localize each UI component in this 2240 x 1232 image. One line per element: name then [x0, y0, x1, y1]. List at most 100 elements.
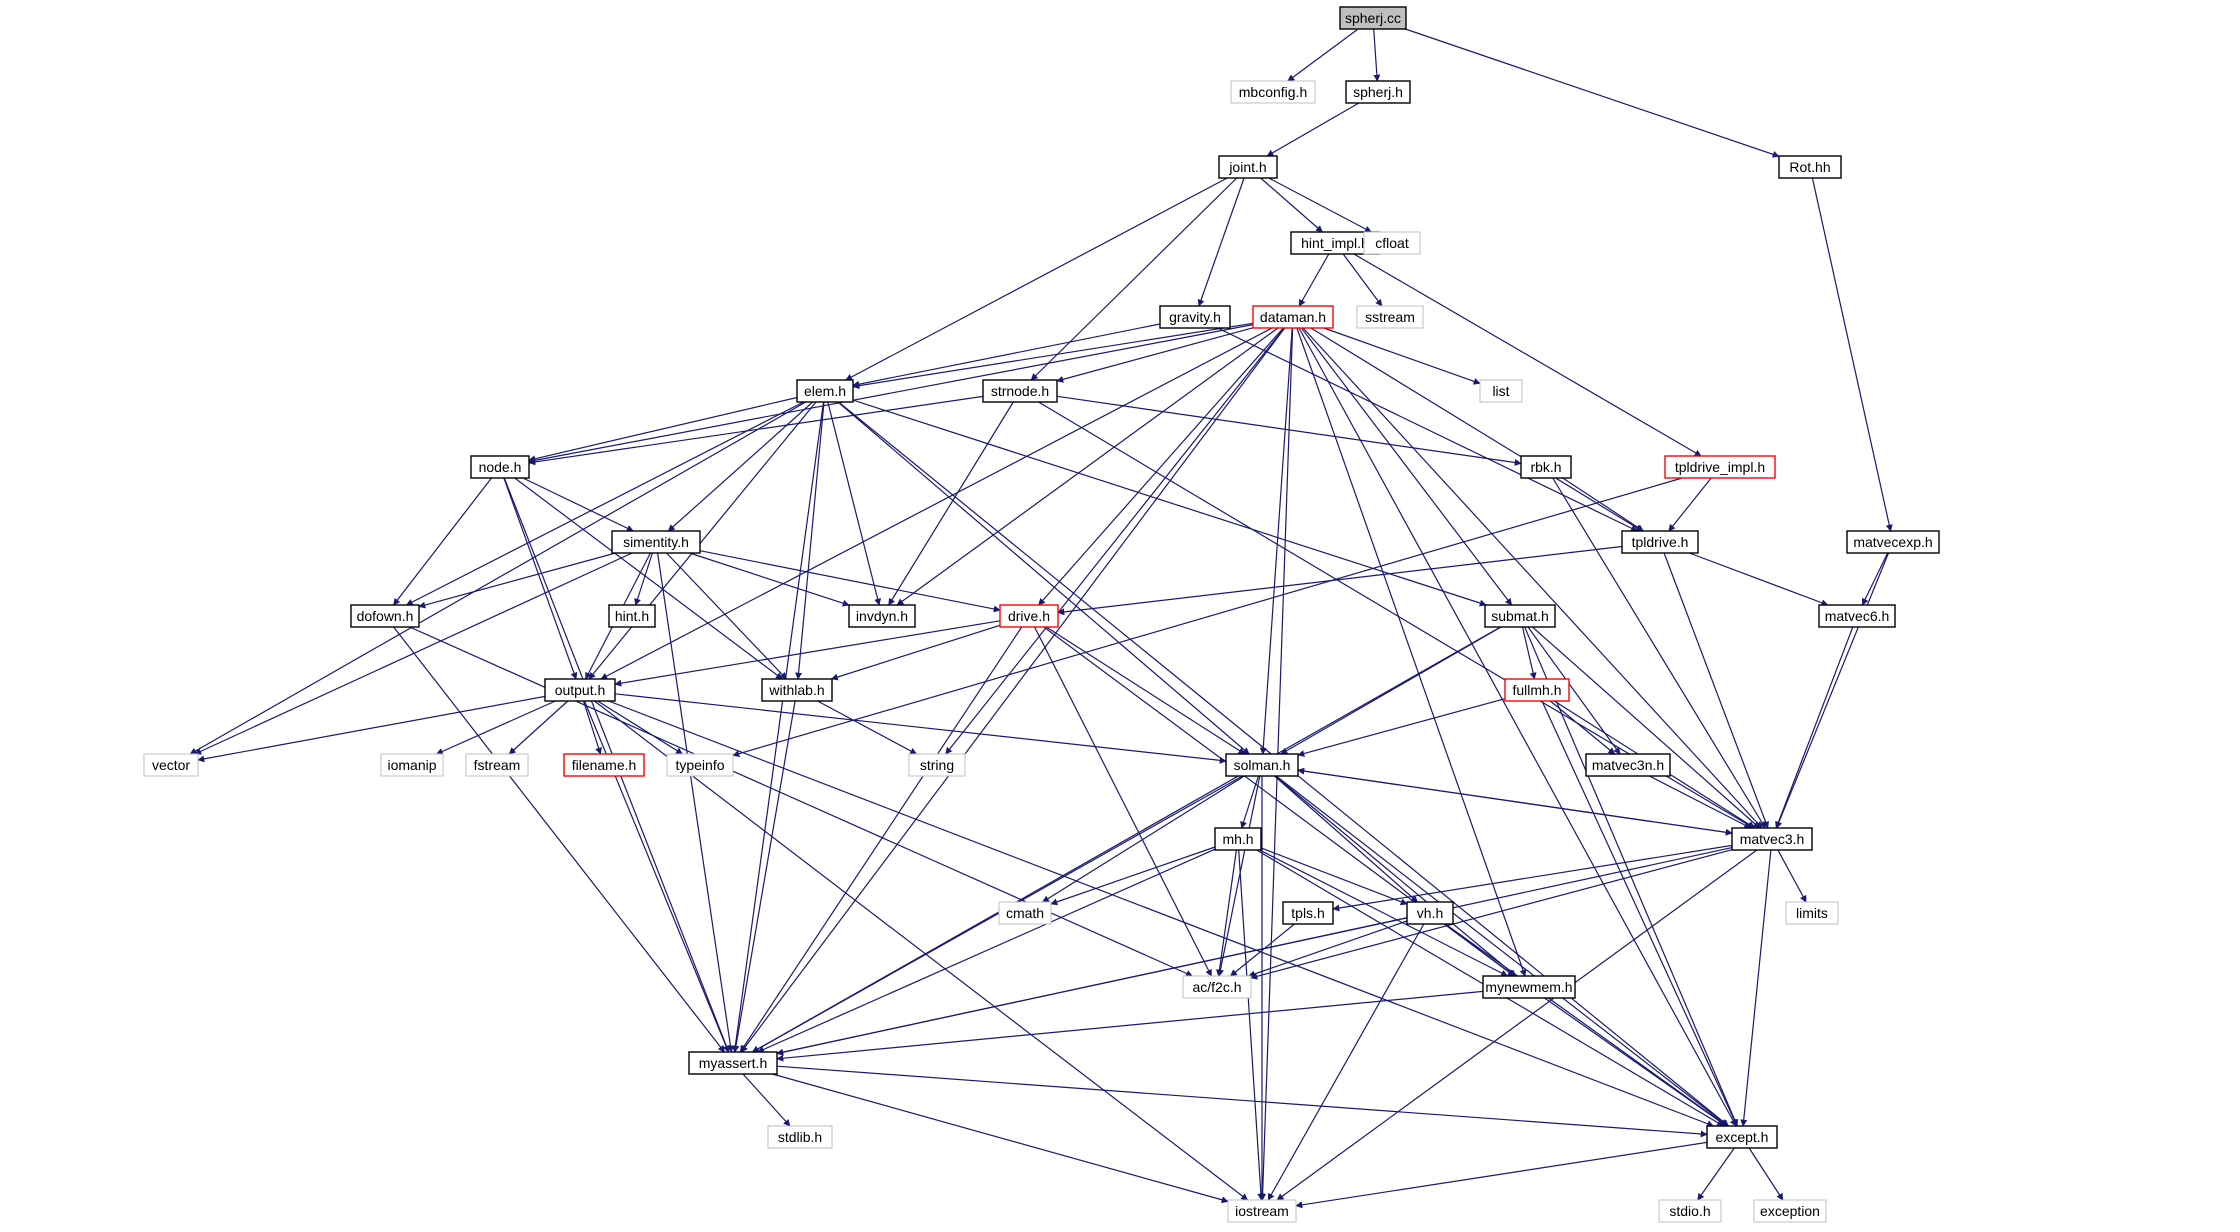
edge-node_h-to-output_h: [503, 477, 578, 680]
edge-dofown_h-to-myassert_h: [393, 626, 725, 1053]
node-stdlib_h[interactable]: stdlib.h: [767, 1125, 833, 1149]
edge-simentity_h-to-hint_h: [634, 552, 653, 606]
node-string[interactable]: string: [908, 753, 966, 777]
node-strnode_h[interactable]: strnode.h: [982, 379, 1058, 403]
edge-simentity_h-to-invdyn_h: [689, 552, 850, 607]
node-spherj_cc[interactable]: spherj.cc: [1339, 6, 1407, 30]
node-label: dofown.h: [357, 608, 414, 624]
edge-withlab_h-to-myassert_h: [732, 700, 796, 1053]
edge-vh_h-to-myassert_h: [776, 917, 1408, 1056]
node-vector[interactable]: vector: [143, 753, 199, 777]
node-box: [908, 753, 966, 777]
node-exception[interactable]: exception: [1753, 1199, 1827, 1223]
node-gravity_h[interactable]: gravity.h: [1159, 305, 1231, 329]
node-label: Rot.hh: [1789, 159, 1830, 175]
node-joint_h[interactable]: joint.h: [1218, 155, 1278, 179]
node-withlab_h[interactable]: withlab.h: [761, 678, 833, 702]
node-matvec6_h[interactable]: matvec6.h: [1818, 604, 1896, 628]
edge-node_h-to-dofown_h: [393, 477, 492, 606]
node-rbk_h[interactable]: rbk.h: [1520, 455, 1572, 479]
node-tpldrive_h[interactable]: tpldrive.h: [1621, 530, 1699, 554]
node-label: iostream: [1235, 1203, 1289, 1219]
node-matvecexp_h[interactable]: matvecexp.h: [1846, 530, 1940, 554]
node-label: ac/f2c.h: [1192, 979, 1241, 995]
node-solman_h[interactable]: solman.h: [1225, 753, 1299, 777]
node-filename_h[interactable]: filename.h: [563, 753, 645, 777]
node-output_h[interactable]: output.h: [544, 678, 616, 702]
node-mynewmem_h[interactable]: mynewmem.h: [1482, 975, 1576, 999]
node-except_h[interactable]: except.h: [1706, 1125, 1778, 1149]
node-box: [1363, 231, 1421, 255]
node-list[interactable]: list: [1479, 379, 1523, 403]
node-box: [1664, 455, 1776, 479]
edge-drive_h-to-ac_f2c_h: [1034, 626, 1212, 977]
node-label: sstream: [1365, 309, 1415, 325]
node-fullmh_h[interactable]: fullmh.h: [1504, 678, 1570, 702]
node-box: [1706, 1125, 1778, 1149]
edge-except_h-to-stdio_h: [1697, 1147, 1735, 1201]
node-invdyn_h[interactable]: invdyn.h: [848, 604, 916, 628]
node-label: matvec3.h: [1740, 831, 1805, 847]
node-iomanip[interactable]: iomanip: [380, 753, 444, 777]
node-rot_hh[interactable]: Rot.hh: [1778, 155, 1842, 179]
node-tpls_h[interactable]: tpls.h: [1282, 901, 1334, 925]
node-tpldrive_impl_h[interactable]: tpldrive_impl.h: [1664, 455, 1776, 479]
edge-spherj_h-to-joint_h: [1266, 102, 1360, 157]
node-cfloat[interactable]: cfloat: [1363, 231, 1421, 255]
node-box: [1785, 901, 1839, 925]
node-simentity_h[interactable]: simentity.h: [611, 530, 701, 554]
node-elem_h[interactable]: elem.h: [796, 379, 854, 403]
node-hint_h[interactable]: hint.h: [608, 604, 656, 628]
edge-matvecexp_h-to-matvec3_h: [1775, 552, 1890, 829]
node-mh_h[interactable]: mh.h: [1214, 827, 1262, 851]
node-box: [1778, 155, 1842, 179]
edge-matvecexp_h-to-matvec6_h: [1861, 552, 1889, 606]
edge-matvec3n_h-to-matvec3_h: [1649, 775, 1752, 829]
edge-output_h-to-except_h: [608, 700, 1715, 1128]
node-box: [1482, 975, 1576, 999]
node-box: [611, 530, 701, 554]
edge-output_h-to-iostream: [594, 700, 1249, 1201]
node-cmath[interactable]: cmath: [998, 901, 1052, 925]
node-iostream[interactable]: iostream: [1227, 1199, 1297, 1223]
node-ac_f2c_h[interactable]: ac/f2c.h: [1182, 975, 1252, 999]
node-label: output.h: [555, 682, 606, 698]
node-sstream[interactable]: sstream: [1356, 305, 1424, 329]
node-box: [1406, 901, 1454, 925]
edge-mynewmem_h-to-myassert_h: [776, 990, 1484, 1062]
node-box: [380, 753, 444, 777]
edge-output_h-to-filename_h: [582, 700, 602, 755]
node-fstream[interactable]: fstream: [465, 753, 529, 777]
node-label: invdyn.h: [856, 608, 908, 624]
node-dofown_h[interactable]: dofown.h: [350, 604, 420, 628]
edge-matvec3_h-to-solman_h: [1297, 767, 1733, 834]
node-drive_h[interactable]: drive.h: [999, 604, 1059, 628]
node-myassert_h[interactable]: myassert.h: [688, 1051, 778, 1075]
node-submat_h[interactable]: submat.h: [1484, 604, 1556, 628]
edge-elem_h-to-node_h: [528, 396, 798, 463]
node-dataman_h[interactable]: dataman.h: [1252, 305, 1334, 329]
node-box: [1621, 530, 1699, 554]
node-box: [1227, 1199, 1297, 1223]
node-vh_h[interactable]: vh.h: [1406, 901, 1454, 925]
edge-dataman_h-to-list: [1323, 327, 1481, 385]
node-matvec3_h[interactable]: matvec3.h: [1731, 827, 1813, 851]
node-node_h[interactable]: node.h: [470, 455, 530, 479]
node-box: [1159, 305, 1231, 329]
node-label: node.h: [479, 459, 522, 475]
edge-myassert_h-to-except_h: [776, 1065, 1708, 1138]
node-label: hint_impl.h: [1301, 235, 1369, 251]
node-box: [143, 753, 199, 777]
edge-dataman_h-to-string: [945, 327, 1285, 755]
node-typeinfo[interactable]: typeinfo: [666, 753, 734, 777]
node-stdio_h[interactable]: stdio.h: [1658, 1199, 1722, 1223]
edge-myassert_h-to-iostream: [772, 1073, 1229, 1204]
edge-matvec3_h-to-iostream: [1276, 849, 1758, 1201]
node-spherj_h[interactable]: spherj.h: [1345, 80, 1411, 104]
node-limits[interactable]: limits: [1785, 901, 1839, 925]
node-mbconfig_h[interactable]: mbconfig.h: [1230, 80, 1316, 104]
node-matvec3n_h[interactable]: matvec3n.h: [1585, 753, 1671, 777]
edge-tpldrive_h-to-drive_h: [1057, 545, 1623, 616]
edge-mh_h-to-mynewmem_h: [1259, 849, 1509, 977]
